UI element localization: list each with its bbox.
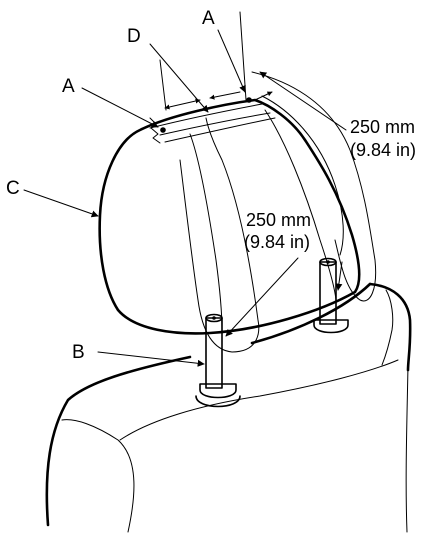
- headrest-outline: [98, 98, 361, 335]
- leader-a-top: [217, 29, 246, 93]
- callout-d: D: [127, 26, 141, 47]
- leader-dim-outer: [259, 71, 347, 131]
- callout-a-left: A: [62, 76, 75, 97]
- headrest-side-panel: [189, 133, 223, 331]
- leader-dim-inner-right: [335, 261, 343, 291]
- headrest: [98, 98, 361, 335]
- callout-c: C: [6, 178, 20, 199]
- stay-right: [313, 257, 349, 334]
- stay-left: [195, 313, 241, 408]
- dimension-outer-mm: 250 mm: [350, 117, 415, 137]
- leader-dim-inner: [225, 257, 299, 337]
- callout-b: B: [72, 342, 85, 363]
- headrest-top-seam: [149, 103, 263, 129]
- leader-c: [23, 189, 99, 218]
- reference-point-a-top: [246, 97, 252, 103]
- dimension-inner-mm: 250 mm: [246, 210, 311, 230]
- callout-a-top: A: [202, 8, 215, 29]
- leader-a-left: [81, 87, 159, 128]
- leader-b: [97, 351, 205, 367]
- leader-d: [149, 43, 209, 113]
- tape-markers: [159, 11, 273, 111]
- measurement-tapes: [179, 71, 377, 353]
- dimension-outer-inch: (9.84 in): [350, 140, 416, 160]
- seat-back: [45, 282, 412, 533]
- dimension-inner-inch: (9.84 in): [244, 232, 310, 252]
